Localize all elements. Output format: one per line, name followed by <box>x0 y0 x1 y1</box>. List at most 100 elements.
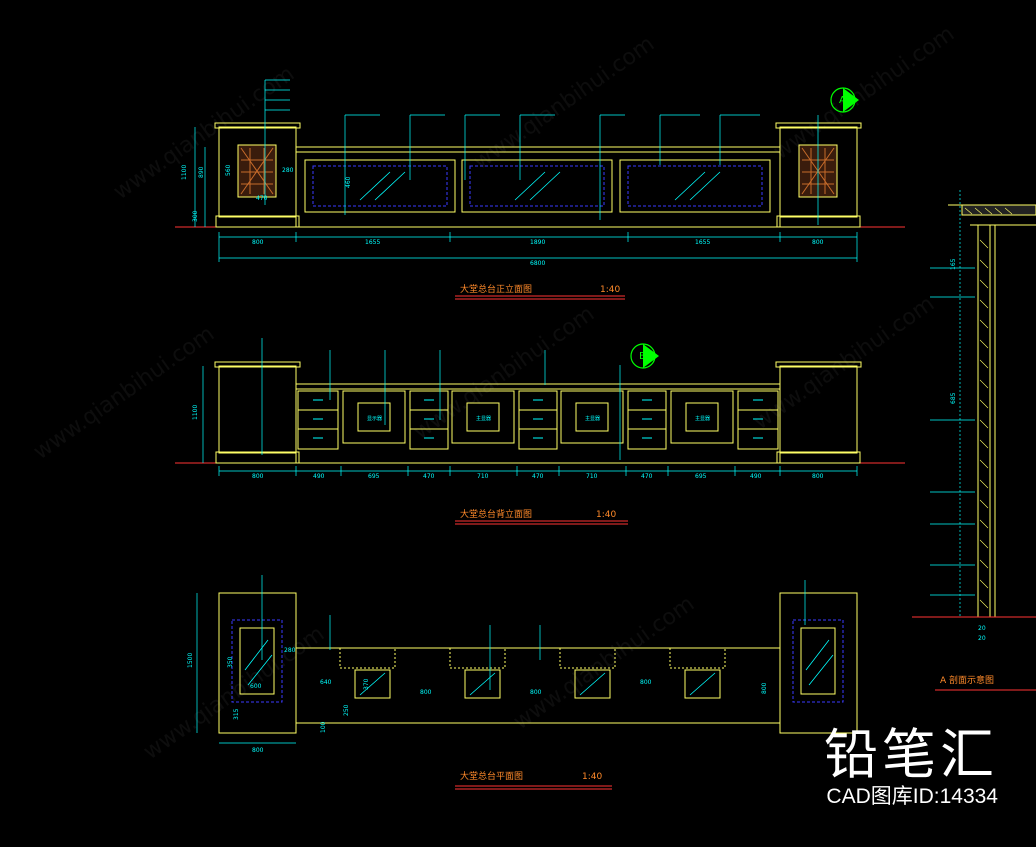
dim-label: 490 <box>313 473 325 480</box>
front-elevation: A 800 1655 1890 1655 800 6800 1100 300 8… <box>175 79 905 300</box>
dim-label: 800 <box>530 689 542 696</box>
section-slab <box>961 204 1036 216</box>
plan-view: 1500 800 640 800 800 800 350 600 280 250… <box>187 575 858 790</box>
right-pillar-base <box>776 451 861 464</box>
dim-label: 470 <box>532 473 544 480</box>
dim-label: 1100 <box>181 165 188 180</box>
right-pillar-base <box>776 215 861 228</box>
monitor-bays <box>342 390 734 444</box>
section-a: 165 685 20 20 A 剖面示意图 <box>912 190 1036 691</box>
drawing-title: A 剖面示意图 <box>940 674 994 686</box>
dim-label: 350 <box>227 656 234 668</box>
counter-body <box>295 383 781 464</box>
drawing-title: 大堂总台背立面图 <box>460 508 532 520</box>
left-pillar <box>218 365 297 454</box>
brand-id: CAD图库ID:14334 <box>826 785 998 808</box>
dim-label: 640 <box>320 679 332 686</box>
drawer-handles <box>313 399 763 439</box>
glass-reflection <box>359 171 721 201</box>
dim-label: 100 <box>320 721 327 733</box>
section-marker-label: A <box>839 95 846 106</box>
lattice-pattern <box>240 147 274 195</box>
front-panel <box>619 159 771 213</box>
dim-label: 560 <box>225 164 232 176</box>
left-pillar-cap <box>214 361 301 368</box>
drawer-columns <box>297 390 779 450</box>
monitor-hatch <box>359 672 716 696</box>
left-pillar-glass <box>231 619 283 703</box>
right-pillar-glass <box>792 619 844 703</box>
dim-label: 490 <box>750 473 762 480</box>
watermark-text: www.qianbihui.com <box>409 301 599 445</box>
leader-lines <box>930 267 975 596</box>
dim-total: 6800 <box>530 260 545 267</box>
section-marker-label: B <box>639 351 646 362</box>
dim-label: 250 <box>343 704 350 716</box>
dim-label: 20 <box>978 635 986 642</box>
left-pillar-base <box>215 451 300 464</box>
dim-label: 280 <box>284 647 296 654</box>
watermark-text: www.qianbihui.com <box>769 21 959 165</box>
dim-label: 1655 <box>365 239 380 246</box>
monitor-label: 显示器 <box>367 416 382 422</box>
counter-plan <box>295 647 781 724</box>
watermark-text: www.qianbihui.com <box>509 591 699 735</box>
dim-label: 300 <box>192 210 199 222</box>
leader-lines <box>264 80 819 225</box>
dimension-ticks <box>218 232 858 262</box>
monitor-label: 主显器 <box>476 415 491 422</box>
brand-name: 铅笔汇 <box>824 723 998 786</box>
dim-label: 470 <box>256 195 268 202</box>
dim-label: 600 <box>250 683 262 690</box>
monitor-label: 主显器 <box>695 415 710 422</box>
watermark-text: www.qianbihui.com <box>469 31 659 175</box>
wall-hatch <box>979 239 989 609</box>
left-pillar-cap <box>214 122 301 129</box>
dim-label: 20 <box>978 625 986 632</box>
dim-label: 800 <box>252 747 264 754</box>
dim-label: 800 <box>812 473 824 480</box>
front-glass <box>469 165 605 207</box>
leader-ticks <box>265 79 760 116</box>
glass-reflection <box>805 639 834 686</box>
leader-lines <box>261 575 806 690</box>
watermark-text: www.qianbihui.com <box>29 321 219 465</box>
monitor-boxes <box>354 669 721 699</box>
brand-badge: 铅笔汇 CAD图库ID:14334 <box>824 725 998 809</box>
dim-label: 280 <box>282 167 294 174</box>
dim-label: 710 <box>586 473 598 480</box>
dim-label: 1655 <box>695 239 710 246</box>
recess-boxes <box>339 647 726 669</box>
dim-label: 1100 <box>192 405 199 420</box>
back-elevation: 显示器 主显器 主显器 主显器 B 800 490 695 470 710 47… <box>175 338 905 525</box>
dim-label: 370 <box>363 678 370 690</box>
dim-label: 1890 <box>530 239 545 246</box>
dim-label: 470 <box>641 473 653 480</box>
left-pillar-base <box>215 215 300 228</box>
drawing-title: 大堂总台平面图 <box>460 770 523 782</box>
left-pillar-inner <box>239 627 275 695</box>
counter-body <box>295 146 781 228</box>
dim-label: 695 <box>695 473 707 480</box>
drawing-title: 大堂总台正立面图 <box>460 283 532 295</box>
right-pillar-plan <box>779 592 858 734</box>
dim-label: 800 <box>252 239 264 246</box>
dim-label: 800 <box>252 473 264 480</box>
right-pillar-cap <box>775 122 862 129</box>
drawing-scale: 1:40 <box>596 510 616 520</box>
drawing-scale: 1:40 <box>600 285 620 295</box>
dim-label: 685 <box>950 392 957 404</box>
monitor-label: 主显器 <box>585 415 600 422</box>
dim-label: 315 <box>233 708 240 720</box>
slab-hatch <box>964 207 1013 215</box>
watermark-text: www.qianbihui.com <box>139 621 329 765</box>
front-glass <box>312 165 448 207</box>
dim-label: 1500 <box>187 653 194 668</box>
dim-label: 460 <box>345 176 352 188</box>
section-marker-arrow <box>643 344 659 368</box>
leader-lines <box>261 338 621 460</box>
dim-label: 800 <box>761 682 768 694</box>
front-glass <box>627 165 763 207</box>
dim-label: 890 <box>198 166 205 178</box>
